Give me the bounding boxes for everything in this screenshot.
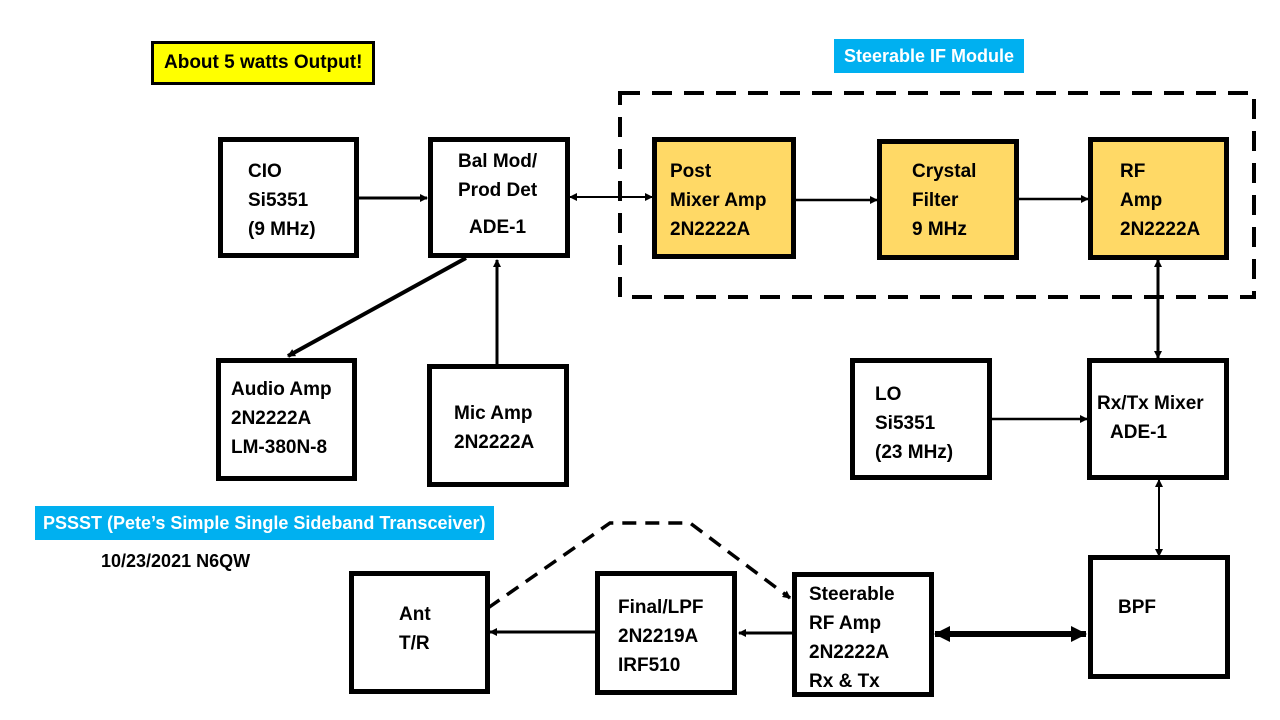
block-line: 2N2222A xyxy=(454,432,535,453)
block-line: ADE-1 xyxy=(469,217,527,238)
block-line: (9 MHz) xyxy=(248,219,316,240)
block-line: ADE-1 xyxy=(1110,422,1168,443)
block-final-lpf: Final/LPF 2N2219A IRF510 xyxy=(595,571,737,695)
block-line: RF xyxy=(1120,161,1146,182)
block-line: BPF xyxy=(1118,597,1156,618)
block-line: Audio Amp xyxy=(231,379,332,400)
block-line: Crystal xyxy=(912,161,977,182)
block-ant-tr: Ant T/R xyxy=(349,571,490,694)
block-line: 9 MHz xyxy=(912,219,967,240)
block-line: CIO xyxy=(248,161,282,182)
block-line: LM-380N-8 xyxy=(231,437,328,458)
block-line: Mic Amp xyxy=(454,403,533,424)
block-steerable-rf-amp: Steerable RF Amp 2N2222A Rx & Tx xyxy=(792,572,934,697)
wire-balmod-audio xyxy=(287,256,467,358)
block-line: Prod Det xyxy=(458,180,538,201)
block-line: Steerable xyxy=(809,584,895,605)
wire-ant-steer-dashed xyxy=(486,521,792,610)
block-audio-amp: Audio Amp 2N2222A LM-380N-8 xyxy=(216,358,357,481)
output-power-banner: About 5 watts Output! xyxy=(151,41,376,85)
block-line: Filter xyxy=(912,190,959,211)
block-line: 2N2219A xyxy=(618,626,699,647)
block-line: Bal Mod/ xyxy=(458,151,538,172)
if-module-banner: Steerable IF Module xyxy=(834,39,1025,73)
date-author: 10/23/2021 N6QW xyxy=(101,551,251,571)
block-line: Si5351 xyxy=(875,413,936,434)
block-mic-amp: Mic Amp 2N2222A xyxy=(427,364,569,487)
block-line: 2N2222A xyxy=(1120,219,1201,240)
block-line: 2N2222A xyxy=(231,408,312,429)
block-line: Rx/Tx Mixer xyxy=(1097,393,1204,414)
block-line: Si5351 xyxy=(248,190,309,211)
block-line: Post xyxy=(670,161,712,182)
block-line: 2N2222A xyxy=(670,219,751,240)
block-line: T/R xyxy=(399,633,430,654)
block-rx-tx-mixer: Rx/Tx Mixer ADE-1 xyxy=(1087,358,1229,480)
block-line: IRF510 xyxy=(618,655,681,676)
block-cio: CIO Si5351 (9 MHz) xyxy=(218,137,359,258)
block-rf-amp: RF Amp 2N2222A xyxy=(1088,137,1229,260)
block-bpf: BPF xyxy=(1088,555,1230,679)
block-line: RF Amp xyxy=(809,613,882,634)
block-line: Final/LPF xyxy=(618,597,704,618)
block-line: Mixer Amp xyxy=(670,190,767,211)
block-line: Ant xyxy=(399,604,431,625)
title-banner: PSSST (Pete’s Simple Single Sideband Tra… xyxy=(35,506,494,540)
block-lo: LO Si5351 (23 MHz) xyxy=(850,358,992,480)
block-crystal-filter: Crystal Filter 9 MHz xyxy=(877,139,1019,260)
block-balmod: Bal Mod/ Prod Det ADE-1 xyxy=(428,137,570,258)
block-line: (23 MHz) xyxy=(875,442,954,463)
block-line: LO xyxy=(875,384,902,405)
block-line: Rx & Tx xyxy=(809,671,880,692)
block-post-mixer-amp: Post Mixer Amp 2N2222A xyxy=(652,137,796,259)
block-line: 2N2222A xyxy=(809,642,890,663)
block-line: Amp xyxy=(1120,190,1163,211)
